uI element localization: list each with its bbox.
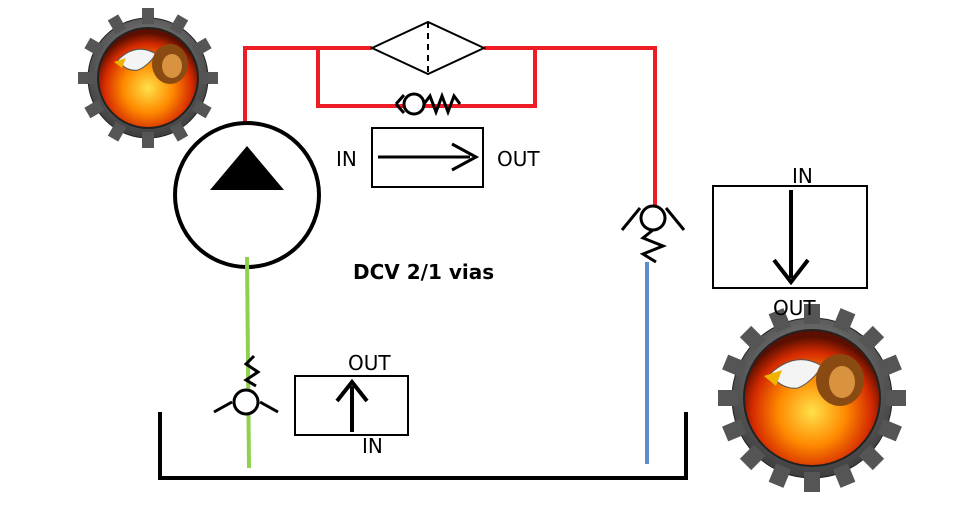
label-out-horizontal: OUT bbox=[497, 147, 540, 171]
logo-bottom-right bbox=[718, 304, 906, 492]
diagram-title: DCV 2/1 vias bbox=[353, 260, 494, 284]
dcv-box-vertical-down bbox=[712, 185, 868, 289]
dcv-box-vertical-up bbox=[294, 375, 409, 436]
flame-icon bbox=[743, 329, 881, 467]
return-check-valve-icon bbox=[620, 204, 686, 264]
eagle-icon bbox=[764, 359, 823, 389]
label-in-right: IN bbox=[792, 164, 813, 188]
label-in-horizontal: IN bbox=[336, 147, 357, 171]
logo-top-left bbox=[78, 8, 218, 148]
tank-outline bbox=[158, 412, 688, 480]
pressure-line bbox=[243, 46, 657, 205]
flame-icon bbox=[97, 27, 199, 129]
label-out-bottom: OUT bbox=[348, 351, 391, 375]
suction-check-valve-icon bbox=[213, 354, 279, 416]
bypass-check-valve-icon bbox=[394, 91, 462, 117]
dcv-box-horizontal bbox=[371, 127, 484, 188]
lion-icon bbox=[152, 44, 188, 84]
filter-icon bbox=[369, 20, 487, 76]
label-out-right: OUT bbox=[773, 296, 816, 320]
lion-icon bbox=[816, 354, 864, 406]
label-in-bottom: IN bbox=[362, 434, 383, 458]
pump-icon bbox=[173, 121, 321, 269]
eagle-icon bbox=[114, 48, 157, 71]
